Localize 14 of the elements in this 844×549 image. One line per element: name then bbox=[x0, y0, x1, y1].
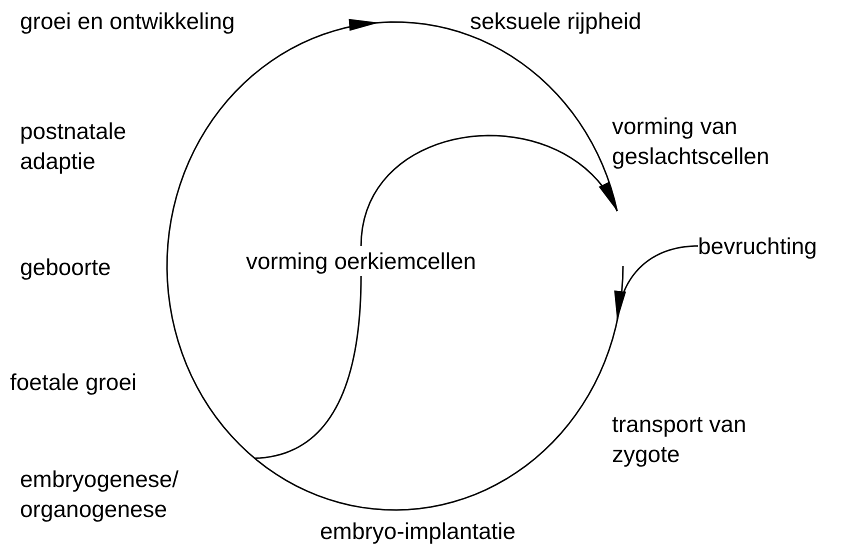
stage-label: vorming oerkiemcellen bbox=[246, 246, 476, 276]
stage-label: vorming van geslachtscellen bbox=[612, 112, 770, 171]
stage-label: transport van zygote bbox=[612, 410, 748, 469]
stage-label: foetale groei bbox=[10, 368, 137, 397]
connector-line bbox=[254, 276, 362, 460]
arrow bbox=[614, 245, 698, 321]
stage-label: embryogenese/ organogenese bbox=[20, 465, 180, 524]
stage-label: geboorte bbox=[20, 253, 111, 282]
stage-label: seksuele rijpheid bbox=[470, 7, 642, 36]
arrow bbox=[360, 134, 618, 246]
stage-label: bevruchting bbox=[698, 231, 817, 261]
stage-label: groei en ontwikkeling bbox=[20, 7, 235, 36]
stage-label: postnatale adaptie bbox=[20, 117, 128, 176]
stage-label: embryo-implantatie bbox=[320, 517, 516, 546]
